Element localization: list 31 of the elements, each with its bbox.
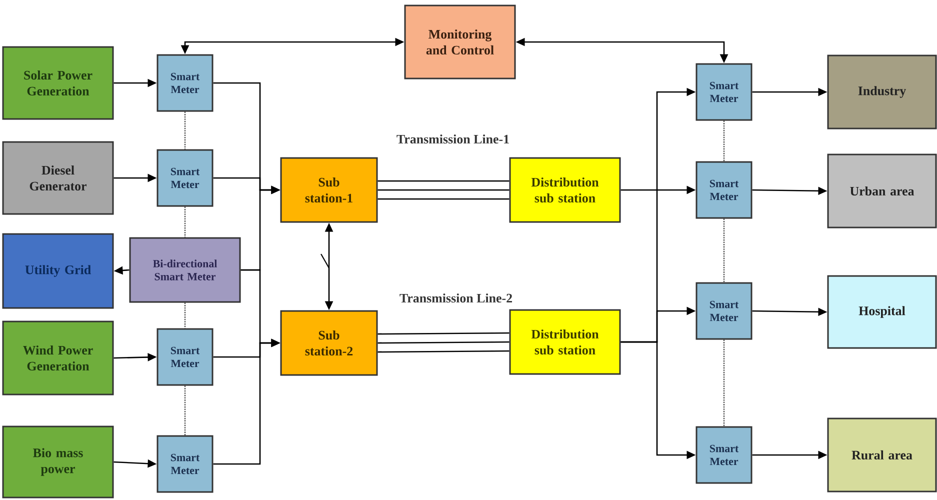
edge-label: Transmission Line-2 bbox=[398, 292, 514, 304]
dotted-link bbox=[184, 302, 186, 329]
meter-box: Smart Meter bbox=[696, 426, 752, 484]
transmission-line bbox=[377, 332, 510, 353]
consumer-box: Urban area bbox=[827, 154, 937, 228]
meter-box: Smart Meter bbox=[696, 63, 752, 121]
transmission-line bbox=[377, 180, 510, 200]
meter-box: Smart Meter bbox=[696, 161, 752, 219]
consumer-box: Industry bbox=[827, 54, 937, 130]
source-box: Wind Power Generation bbox=[2, 320, 114, 396]
source-box: Diesel Generator bbox=[2, 141, 114, 215]
source-box: Solar Power Generation bbox=[2, 46, 114, 120]
meter-box: Smart Meter bbox=[156, 54, 214, 112]
meter-box: Bi-directional Smart Meter bbox=[129, 237, 241, 303]
edge-label: Transmission Line-1 bbox=[395, 133, 511, 145]
meter-box: Smart Meter bbox=[156, 149, 214, 207]
consumer-box: Hospital bbox=[827, 275, 937, 349]
dotted-link bbox=[184, 385, 186, 436]
substation-box: Distribution sub station bbox=[509, 157, 621, 223]
substation-box: Sub station-1 bbox=[280, 157, 378, 223]
dotted-link bbox=[184, 111, 186, 150]
dotted-link bbox=[184, 206, 186, 238]
meter-box: Smart Meter bbox=[156, 435, 214, 493]
substation-box: Distribution sub station bbox=[509, 309, 621, 375]
control-box: Monitoring and Control bbox=[404, 4, 516, 80]
meter-box: Smart Meter bbox=[156, 328, 214, 386]
meter-box: Smart Meter bbox=[696, 282, 752, 340]
source-box: Utility Grid bbox=[2, 233, 114, 309]
consumer-box: Rural area bbox=[827, 418, 937, 492]
source-box: Bio mass power bbox=[2, 426, 114, 498]
substation-box: Sub station-2 bbox=[280, 310, 378, 376]
